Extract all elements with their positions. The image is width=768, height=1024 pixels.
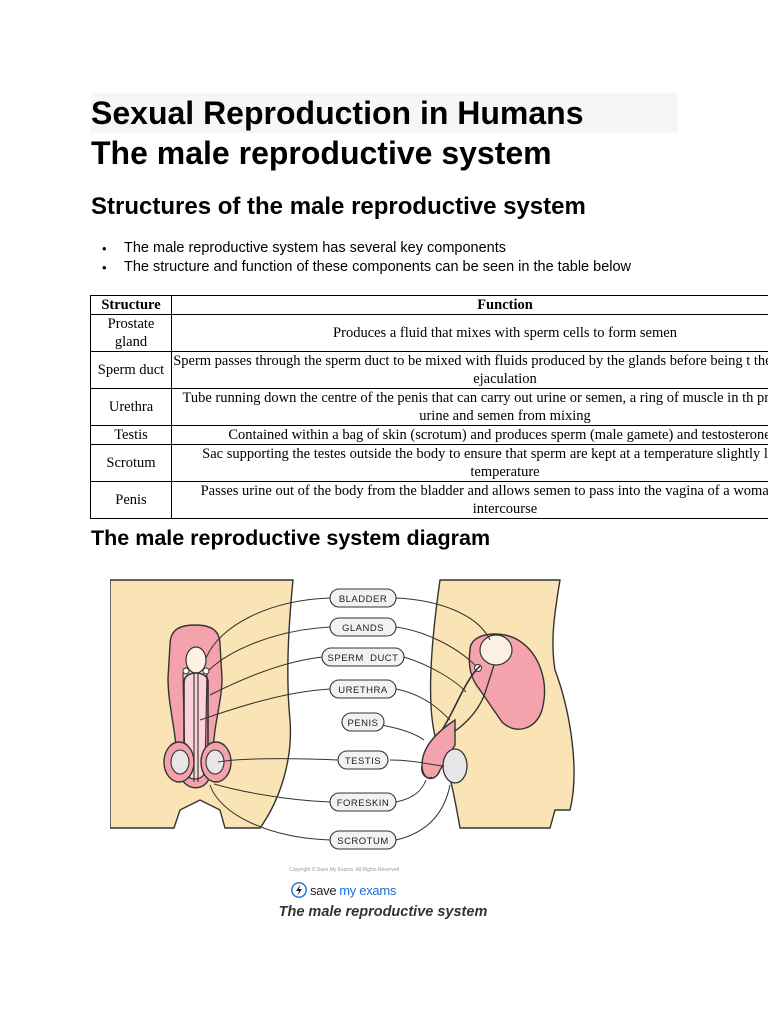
- side-testis: [442, 748, 468, 784]
- leader-line-testis-front: [217, 758, 339, 763]
- column-header-function-label: Function: [477, 297, 533, 313]
- table-row: Prostate gland Produces a fluid that mix…: [90, 314, 768, 352]
- label-text: SCROTUM: [337, 836, 389, 847]
- front-bladder: [185, 646, 207, 674]
- leader-line-testis-side: [389, 759, 445, 767]
- male-reproductive-system-diagram: BLADDER GLANDS SPERM DUCT URETHRA PENIS …: [110, 579, 575, 850]
- label-text: SPERM DUCT: [328, 653, 399, 664]
- figure-caption-text: The male reproductive system: [278, 904, 488, 920]
- table-header-row: Structure Function: [90, 295, 768, 315]
- copyright-notice: Copyright © Save My Exams. All Rights Re…: [289, 867, 400, 873]
- function-cell: Contained within a bag of skin (scrotum)…: [171, 425, 768, 445]
- function-cell: Produces a fluid that mixes with sperm c…: [171, 314, 768, 352]
- side-foreskin: [421, 764, 433, 779]
- structure-cell: Sperm duct: [90, 351, 172, 389]
- leader-line-scrotum-front: [209, 784, 331, 841]
- front-testis-left: [170, 749, 190, 775]
- structure-function-table: Structure Function Prostate gland Produc…: [90, 295, 768, 519]
- logo-text-my-exams: my exams: [339, 882, 397, 898]
- page-subtitle: The male reproductive system: [91, 135, 552, 171]
- front-sperm-ducts: [183, 672, 209, 750]
- label-text: FORESKIN: [337, 798, 390, 809]
- side-bladder: [479, 634, 513, 666]
- function-cell: Tube running down the centre of the peni…: [171, 388, 768, 426]
- label-text: TESTIS: [345, 756, 381, 767]
- leader-line-sperm-duct-side: [403, 656, 467, 693]
- diagram-label-scrotum: SCROTUM: [329, 830, 397, 850]
- diagram-label-foreskin: FORESKIN: [329, 792, 397, 812]
- leader-line-scrotum-side: [395, 784, 451, 841]
- front-gland-left: [182, 667, 190, 675]
- diagram-label-urethra: URETHRA: [329, 679, 397, 699]
- leader-line-foreskin-front: [213, 783, 331, 803]
- leader-lines: [199, 597, 491, 841]
- page-title: Sexual Reproduction in Humans: [91, 93, 678, 133]
- figure-caption: The male reproductive system: [0, 904, 768, 920]
- function-cell-text: Contained within a bag of skin (scrotum)…: [228, 427, 768, 443]
- function-cell-text: Produces a fluid that mixes with sperm c…: [333, 325, 677, 341]
- function-cell-text: Sperm passes through the sperm duct to b…: [173, 353, 768, 387]
- structure-cell: Penis: [90, 481, 172, 519]
- diagram-label-penis: PENIS: [341, 712, 385, 732]
- list-item: The male reproductive system has several…: [91, 239, 631, 258]
- lightning-bolt-icon: [291, 882, 307, 898]
- logo-text-save: save: [310, 882, 337, 898]
- structure-cell: Scrotum: [90, 444, 172, 482]
- table-row: Urethra Tube running down the centre of …: [90, 388, 768, 426]
- side-view-figure: [421, 579, 575, 829]
- label-text: GLANDS: [342, 623, 384, 634]
- structure-function-table-wrapper: Structure Function Prostate gland Produc…: [90, 295, 768, 519]
- table-row: Scrotum Sac supporting the testes outsid…: [90, 444, 768, 482]
- function-cell-text: Passes urine out of the body from the bl…: [200, 483, 768, 517]
- diagram-label-glands: GLANDS: [329, 617, 397, 637]
- leader-line-urethra-front: [199, 688, 331, 721]
- leader-line-bladder-front: [205, 597, 331, 659]
- leader-line-urethra-side: [395, 688, 451, 721]
- table-row: Testis Contained within a bag of skin (s…: [90, 425, 768, 445]
- page-title-block: Sexual Reproduction in Humans The male r…: [91, 93, 678, 173]
- list-item: The structure and function of these comp…: [91, 258, 631, 277]
- front-view-figure: [110, 579, 294, 829]
- leader-line-bladder-side: [395, 597, 491, 641]
- front-gland-right: [202, 667, 210, 675]
- table-row: Penis Passes urine out of the body from …: [90, 481, 768, 519]
- diagram-heading: The male reproductive system diagram: [91, 526, 491, 550]
- leader-line-glands-side: [395, 626, 477, 667]
- label-text: URETHRA: [338, 685, 388, 696]
- diagram-label-testis: TESTIS: [337, 750, 389, 770]
- leader-line-glands-front: [208, 626, 331, 671]
- structure-cell: Testis: [90, 425, 172, 445]
- structure-cell: Urethra: [90, 388, 172, 426]
- section-heading: Structures of the male reproductive syst…: [91, 193, 586, 220]
- label-text: PENIS: [347, 718, 378, 729]
- column-header-structure: Structure: [90, 295, 172, 315]
- table-row: Sperm duct Sperm passes through the sper…: [90, 351, 768, 389]
- bullet-list: The male reproductive system has several…: [91, 239, 631, 277]
- label-text: BLADDER: [339, 594, 387, 605]
- diagram-label-bladder: BLADDER: [329, 588, 397, 608]
- diagram-label-sperm-duct: SPERM DUCT: [321, 647, 405, 667]
- leader-line-sperm-duct-front: [209, 656, 323, 696]
- function-cell-text: Sac supporting the testes outside the bo…: [202, 446, 768, 480]
- structure-cell: Prostate gland: [90, 314, 172, 352]
- function-cell: Sperm passes through the sperm duct to b…: [171, 351, 768, 389]
- function-cell: Sac supporting the testes outside the bo…: [171, 444, 768, 482]
- leader-line-foreskin-side: [395, 779, 427, 803]
- function-cell-text: Tube running down the centre of the peni…: [182, 390, 768, 424]
- function-cell: Passes urine out of the body from the bl…: [171, 481, 768, 519]
- column-header-function: Function: [171, 295, 768, 315]
- front-testis-right: [205, 749, 225, 775]
